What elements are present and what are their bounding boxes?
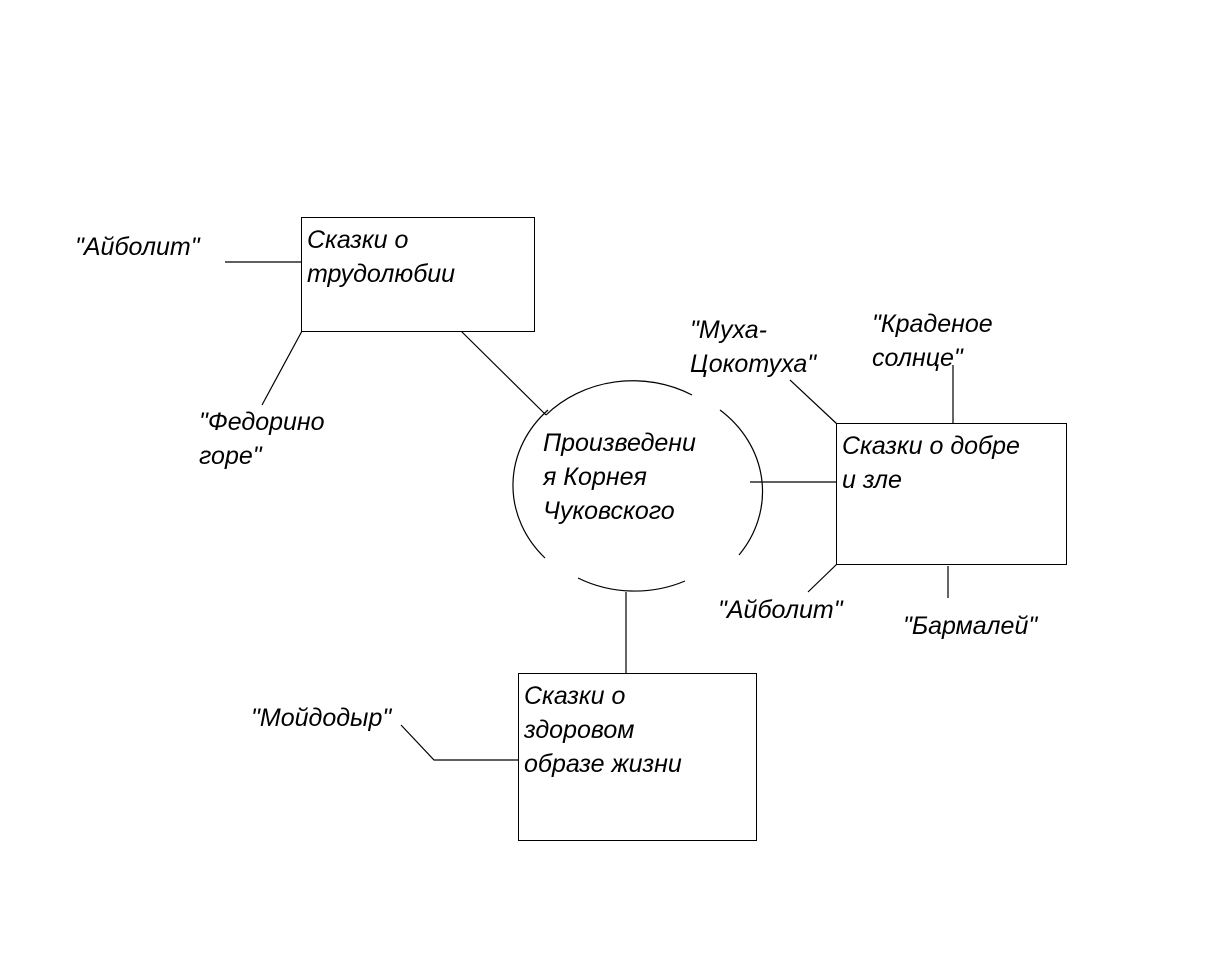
connector-mukha: [789, 379, 838, 425]
center-label: Произведени я Корнея Чуковского: [543, 429, 696, 525]
work-mukha-tsokotukha: "Муха- Цокотуха": [690, 316, 817, 378]
connector-aibolit-good: [807, 563, 838, 593]
category-box-labor: Сказки о трудолюбии: [301, 217, 535, 332]
connector-center-labor: [460, 330, 547, 416]
work-aibolit-labor: "Айболит": [75, 233, 200, 261]
center-ellipse-arc-left: [512, 409, 549, 559]
work-barmalei: "Бармалей": [903, 612, 1038, 640]
work-fedorino-gore: "Федорино горе": [199, 408, 325, 470]
category-box-good-evil: Сказки о добре и зле: [836, 423, 1067, 565]
center-ellipse-arc-right: [719, 409, 764, 556]
connector-fedorino: [261, 330, 303, 406]
category-box-health: Сказки о здоровом образе жизни: [518, 673, 757, 841]
work-aibolit-good: "Айболит": [718, 596, 843, 624]
work-kradenoe-solntse: "Краденое солнце": [872, 310, 993, 372]
category-label-labor: Сказки о трудолюбии: [307, 226, 456, 288]
category-label-health: Сказки о здоровом образе жизни: [524, 682, 682, 778]
center-ellipse-arc-bottom: [577, 577, 686, 592]
center-ellipse-arc-top: [545, 380, 693, 416]
category-label-good-evil: Сказки о добре и зле: [842, 432, 1020, 494]
connector-moidodyr: [400, 724, 519, 761]
work-moidodyr: "Мойдодыр": [251, 704, 392, 732]
